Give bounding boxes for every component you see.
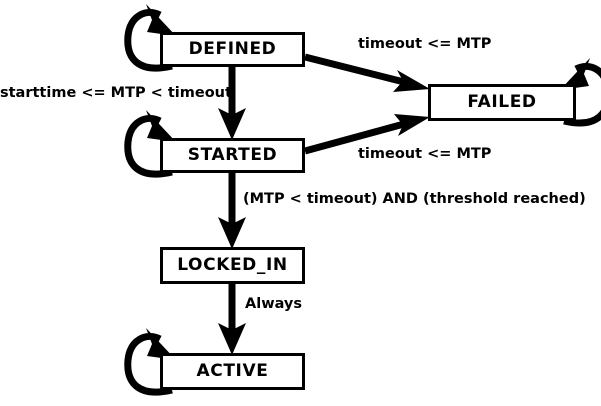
transition-defined-to-failed-arrow bbox=[304, 53, 430, 92]
state-box-locked-in[interactable]: LOCKED_IN bbox=[160, 247, 305, 284]
transition-failed-self-arrow bbox=[560, 58, 601, 127]
transition-active-self-arrow bbox=[124, 328, 176, 396]
transition-started-self-arrow bbox=[124, 110, 176, 178]
state-label-locked-in: LOCKED_IN bbox=[177, 255, 288, 275]
transition-defined-self-arrow bbox=[124, 4, 176, 72]
state-box-failed[interactable]: FAILED bbox=[428, 84, 576, 121]
edge-label-threshold-reached: (MTP < timeout) AND (threshold reached) bbox=[243, 191, 586, 207]
transition-started-to-locked-in-arrow bbox=[218, 172, 246, 249]
state-label-active: ACTIVE bbox=[196, 361, 269, 381]
state-label-defined: DEFINED bbox=[188, 39, 277, 59]
edge-label-timeout-started-to-failed: timeout <= MTP bbox=[358, 146, 492, 162]
transition-defined-to-started-arrow bbox=[218, 66, 246, 140]
transition-locked-in-to-active-arrow bbox=[218, 283, 246, 355]
state-box-active[interactable]: ACTIVE bbox=[160, 353, 305, 390]
state-box-started[interactable]: STARTED bbox=[160, 138, 305, 173]
state-label-started: STARTED bbox=[187, 145, 278, 165]
state-box-defined[interactable]: DEFINED bbox=[160, 32, 305, 67]
edge-label-timeout-defined-to-failed: timeout <= MTP bbox=[358, 36, 492, 52]
edge-label-starttime: starttime <= MTP < timeout bbox=[0, 85, 232, 101]
transition-started-to-failed-arrow bbox=[304, 114, 430, 155]
edge-label-always: Always bbox=[245, 296, 303, 312]
state-label-failed: FAILED bbox=[467, 92, 537, 112]
